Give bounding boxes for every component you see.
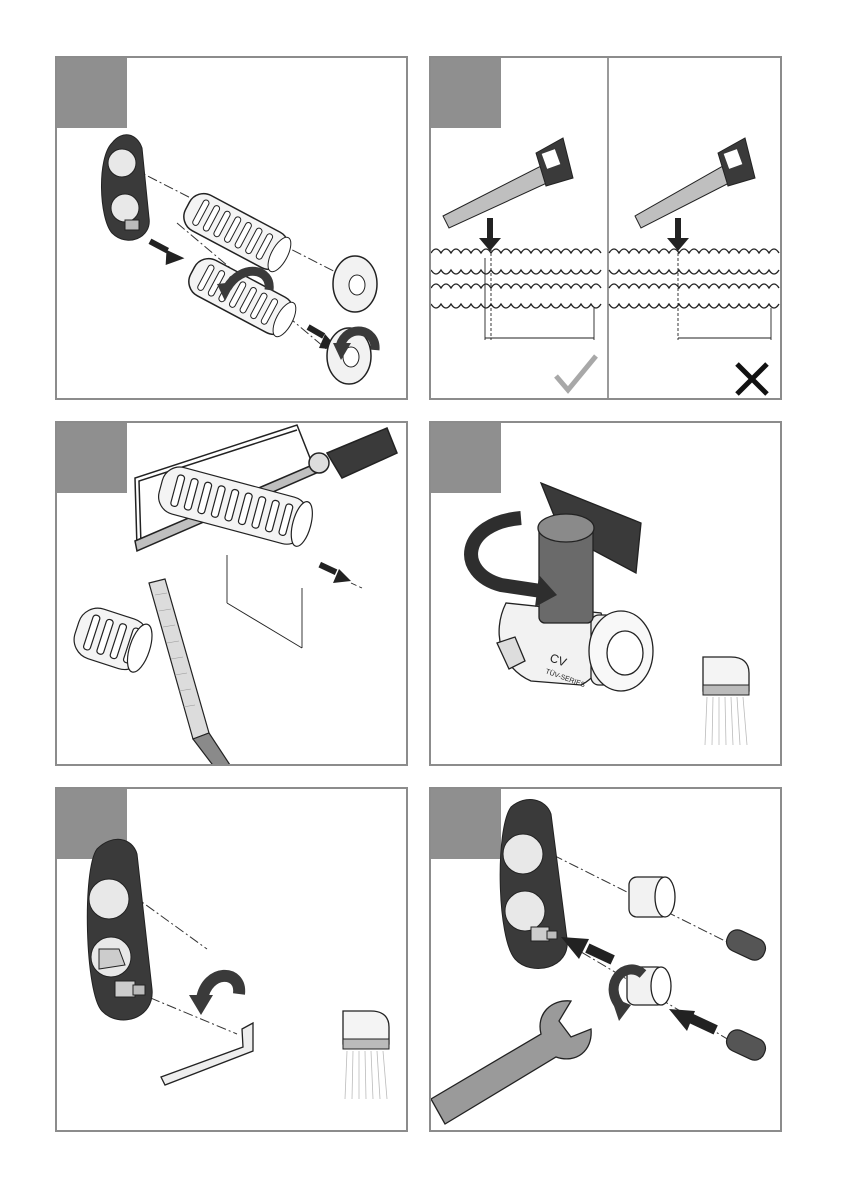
saw-icon <box>443 138 573 228</box>
step-panel-3 <box>55 421 408 766</box>
hex-key-illustration <box>57 789 408 1132</box>
assembly-illustration <box>57 58 408 400</box>
cut-illustration <box>431 58 782 400</box>
push-arrow-icon <box>318 562 351 583</box>
nut-icon <box>629 877 675 917</box>
deburr-illustration <box>57 423 408 766</box>
check-mark-icon <box>556 356 596 390</box>
washer-icon <box>327 256 377 384</box>
saw-icon <box>635 138 755 228</box>
valve-illustration: CV TÜV-SERIES <box>431 423 782 766</box>
mounting-plate-icon <box>500 800 567 969</box>
coupling-sleeve-icon <box>183 253 301 341</box>
step-panel-1 <box>55 56 408 400</box>
mounting-plate-icon <box>101 135 149 240</box>
mounting-plate-icon <box>87 839 152 1020</box>
hex-key-icon <box>161 1023 253 1085</box>
step-panel-5 <box>55 787 408 1132</box>
corrugated-pipe-icon <box>431 249 779 308</box>
cross-mark-icon <box>737 364 767 394</box>
down-arrow-icon <box>479 218 689 251</box>
step-panel-4: CV TÜV-SERIES <box>429 421 782 766</box>
step-panel-2 <box>429 56 782 400</box>
brush-icon <box>343 1011 389 1099</box>
file-tool-icon <box>149 579 232 766</box>
nut-install-illustration <box>431 789 782 1132</box>
brush-icon <box>703 657 749 745</box>
rotate-arrow-icon <box>471 518 541 591</box>
step-panel-6 <box>429 787 782 1132</box>
wrench-icon <box>431 1001 591 1124</box>
coupling-sleeve-icon <box>178 188 296 276</box>
